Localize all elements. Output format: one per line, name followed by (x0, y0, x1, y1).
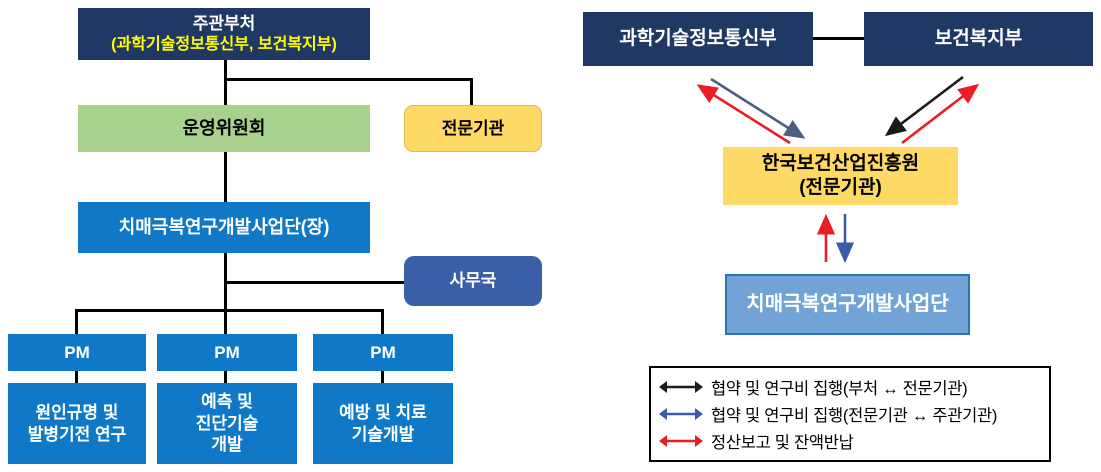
connector-pm3-drop (381, 309, 384, 334)
connector-steering-to-program (224, 152, 227, 203)
research-area-2-box: 예측 및 진단기술 개발 (157, 383, 297, 464)
secretariat-box: 사무국 (404, 256, 542, 306)
legend-red-double-arrow-icon (659, 435, 703, 447)
legend-box: 협약 및 연구비 집행(부처 ↔ 전문기관) 협약 및 연구비 집행(전문기관 … (649, 366, 1051, 462)
msit-label: 과학기술정보통신부 (619, 27, 777, 49)
legend-label-red: 정산보고 및 잔액반납 (711, 434, 854, 452)
pm1-label: PM (64, 342, 90, 362)
mohw-box: 보건복지부 (864, 12, 1093, 66)
research-area-3-box: 예방 및 치료 기술개발 (313, 383, 453, 464)
steering-committee-label: 운영위원회 (182, 117, 266, 138)
mohw-label: 보건복지부 (934, 27, 1023, 49)
pm1-box: PM (8, 334, 146, 371)
connector-ministry-to-steering (224, 60, 227, 105)
legend-label-black: 협약 및 연구비 집행(부처 ↔ 전문기관) (711, 380, 968, 398)
connector-pm1-drop (75, 309, 78, 334)
program-right-label: 치매극복연구개발사업단 (746, 292, 949, 315)
connector-msit-mohw (813, 37, 865, 40)
connector-program-down (224, 253, 227, 334)
khidi-subtitle: (전문기관) (799, 177, 882, 198)
specialized-agency-box: 전문기관 (404, 105, 542, 152)
arrow-khidi-to-mohw-red (901, 83, 980, 145)
legend-row-blue: 협약 및 연구비 집행(전문기관 ↔ 주관기관) (659, 402, 1045, 426)
khidi-box: 한국보건산업진흥원 (전문기관) (723, 147, 958, 205)
msit-box: 과학기술정보통신부 (583, 12, 813, 66)
pm3-box: PM (313, 334, 453, 371)
research-area-2-label: 예측 및 진단기술 개발 (195, 391, 259, 455)
pm2-label: PM (214, 342, 240, 362)
legend-blue-double-arrow-icon (659, 408, 703, 420)
research-area-3-label: 예방 및 치료 기술개발 (339, 402, 427, 444)
khidi-title: 한국보건산업진흥원 (761, 152, 920, 174)
connector-pm1-to-area (75, 371, 78, 383)
program-office-label: 치매극복연구개발사업단(장) (118, 216, 330, 237)
research-area-1-label: 원인규명 및 발병기전 연구 (27, 402, 127, 444)
steering-committee-box: 운영위원회 (78, 105, 370, 152)
connector-to-secretariat (224, 281, 405, 284)
program-right-box: 치매극복연구개발사업단 (725, 274, 970, 335)
ministry-box: 주관부처 (과학기술정보통신부, 보건복지부) (78, 8, 370, 60)
legend-row-red: 정산보고 및 잔액반납 (659, 429, 1045, 453)
connector-branch-to-agency-v (470, 78, 473, 105)
legend-row-black: 협약 및 연구비 집행(부처 ↔ 전문기관) (659, 375, 1045, 399)
secretariat-label: 사무국 (449, 271, 497, 291)
pm3-label: PM (370, 342, 396, 362)
ministry-title: 주관부처 (192, 13, 256, 33)
legend-label-blue: 협약 및 연구비 집행(전문기관 ↔ 주관기관) (711, 407, 998, 425)
specialized-agency-label: 전문기관 (441, 118, 505, 138)
ministry-subtitle: (과학기술정보통신부, 보건복지부) (111, 35, 337, 53)
legend-black-double-arrow-icon (659, 381, 703, 393)
research-area-1-box: 원인규명 및 발병기전 연구 (8, 383, 146, 464)
arrow-khidi-to-msit-red (696, 84, 791, 145)
pm2-box: PM (157, 334, 297, 371)
arrow-msit-to-khidi (710, 77, 806, 139)
connector-pm3-to-area (381, 371, 384, 383)
connector-pm-distribution (75, 309, 384, 312)
connector-branch-to-agency-h (224, 78, 473, 81)
arrow-mohw-to-khidi (884, 75, 964, 137)
connector-pm2-to-area (224, 371, 227, 383)
program-office-box: 치매극복연구개발사업단(장) (78, 202, 370, 253)
